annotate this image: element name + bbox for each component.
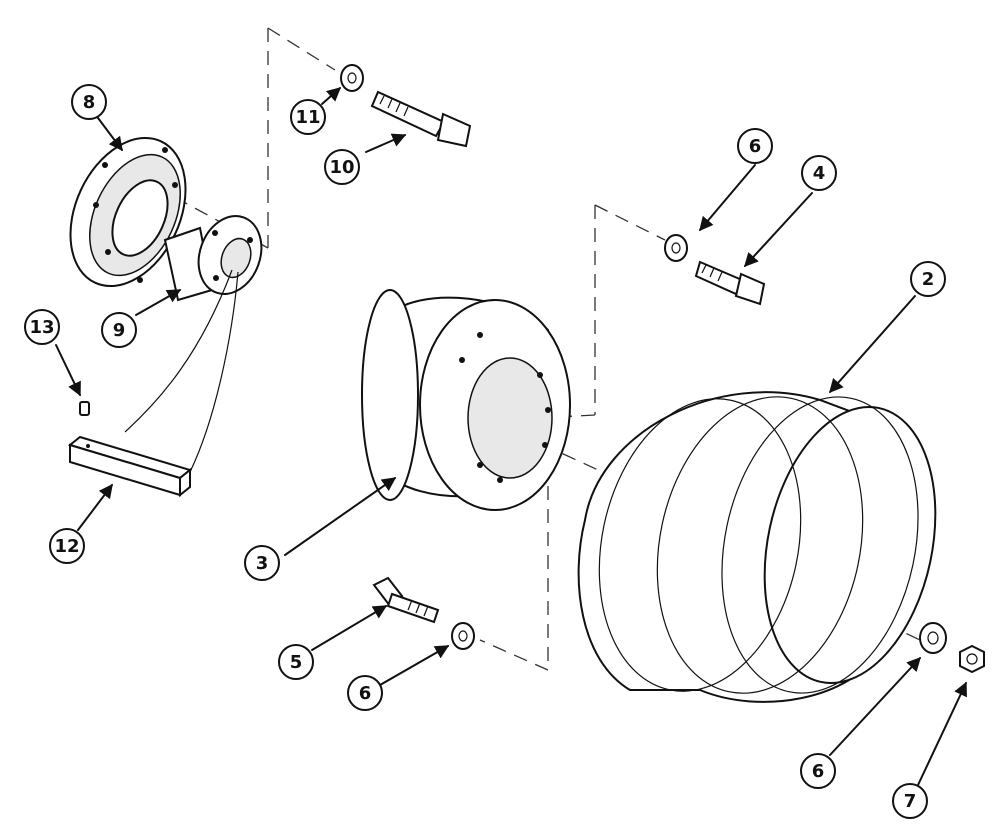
callout-2: 2 [910, 261, 946, 297]
part-bolt-5 [372, 576, 440, 624]
callout-11: 11 [290, 99, 326, 135]
callout-4: 4 [801, 155, 837, 191]
svg-text:3: 3 [256, 553, 269, 574]
part-bolt-4 [694, 260, 766, 306]
part-wheel-center [361, 289, 571, 511]
callout-6-lower: 6 [347, 675, 383, 711]
part-washer-6-lower [451, 622, 475, 650]
callout-9: 9 [101, 312, 137, 348]
svg-text:11: 11 [295, 107, 320, 128]
callout-7: 7 [892, 783, 928, 819]
svg-text:5: 5 [290, 652, 303, 673]
callout-5: 5 [278, 644, 314, 680]
part-flange-plate [69, 136, 187, 288]
leader-arrows [55, 87, 967, 786]
part-washer-6-upper [664, 234, 688, 262]
part-wheel-rim [577, 391, 937, 703]
svg-text:2: 2 [922, 269, 935, 290]
svg-text:8: 8 [83, 92, 96, 113]
svg-text:7: 7 [904, 791, 917, 812]
svg-text:4: 4 [813, 163, 826, 184]
part-nut [959, 644, 985, 674]
part-key-bar [67, 435, 193, 498]
part-washer-11 [340, 64, 364, 92]
callout-6-right: 6 [800, 753, 836, 789]
svg-text:6: 6 [359, 683, 372, 704]
svg-text:6: 6 [812, 761, 825, 782]
callout-10: 10 [324, 149, 360, 185]
callout-12: 12 [49, 528, 85, 564]
part-washer-6-right [919, 622, 947, 654]
svg-text:9: 9 [113, 320, 126, 341]
part-long-bolt [370, 90, 472, 148]
callout-3: 3 [244, 545, 280, 581]
svg-text:13: 13 [29, 317, 54, 338]
part-pin [79, 401, 90, 416]
svg-text:6: 6 [749, 136, 762, 157]
svg-text:10: 10 [329, 157, 354, 178]
callout-6-upper: 6 [737, 128, 773, 164]
callout-13: 13 [24, 309, 60, 345]
svg-text:12: 12 [54, 536, 79, 557]
part-hub [163, 215, 263, 302]
callout-8: 8 [71, 84, 107, 120]
